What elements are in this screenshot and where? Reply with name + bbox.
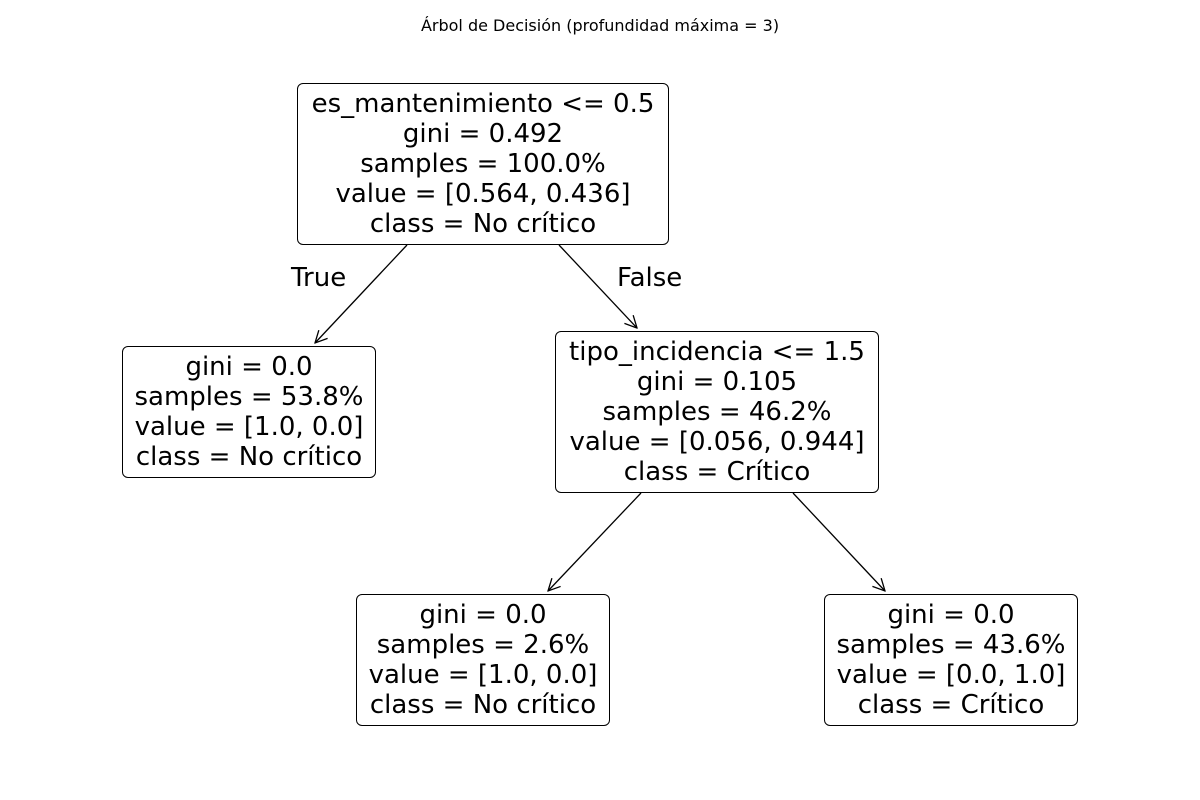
edge-root-left <box>315 244 408 343</box>
edge-label-true: True <box>291 263 347 293</box>
tree-node-root: es_mantenimiento <= 0.5 gini = 0.492 sam… <box>297 83 669 245</box>
node-value: value = [1.0, 0.0] <box>368 660 598 690</box>
node-gini: gini = 0.0 <box>419 600 547 630</box>
node-split-rule: es_mantenimiento <= 0.5 <box>311 89 655 119</box>
tree-node-right: tipo_incidencia <= 1.5 gini = 0.105 samp… <box>555 331 879 493</box>
node-samples: samples = 2.6% <box>376 630 590 660</box>
node-gini: gini = 0.105 <box>636 367 798 397</box>
node-class: class = Crítico <box>623 457 811 487</box>
node-class: class = No crítico <box>369 690 597 720</box>
node-samples: samples = 53.8% <box>134 382 364 412</box>
node-value: value = [0.056, 0.944] <box>569 427 865 457</box>
chart-title: Árbol de Decisión (profundidad máxima = … <box>420 16 780 35</box>
node-value: value = [0.564, 0.436] <box>335 179 631 209</box>
node-value: value = [0.0, 1.0] <box>836 660 1066 690</box>
node-gini: gini = 0.492 <box>402 119 564 149</box>
tree-node-left-leaf: gini = 0.0 samples = 53.8% value = [1.0,… <box>122 346 376 478</box>
node-class: class = No crítico <box>135 442 363 472</box>
node-class: class = No crítico <box>369 209 597 239</box>
node-gini: gini = 0.0 <box>887 600 1015 630</box>
tree-node-right-right-leaf: gini = 0.0 samples = 43.6% value = [0.0,… <box>824 594 1078 726</box>
node-gini: gini = 0.0 <box>185 352 313 382</box>
node-class: class = Crítico <box>857 690 1045 720</box>
tree-node-right-left-leaf: gini = 0.0 samples = 2.6% value = [1.0, … <box>356 594 610 726</box>
edge-right-left <box>548 492 642 591</box>
node-samples: samples = 100.0% <box>360 149 606 179</box>
node-samples: samples = 43.6% <box>836 630 1066 660</box>
node-value: value = [1.0, 0.0] <box>134 412 364 442</box>
edge-right-right <box>792 492 885 591</box>
node-samples: samples = 46.2% <box>602 397 832 427</box>
edge-label-false: False <box>617 263 683 293</box>
node-split-rule: tipo_incidencia <= 1.5 <box>569 337 865 367</box>
edge-root-right <box>558 244 637 328</box>
